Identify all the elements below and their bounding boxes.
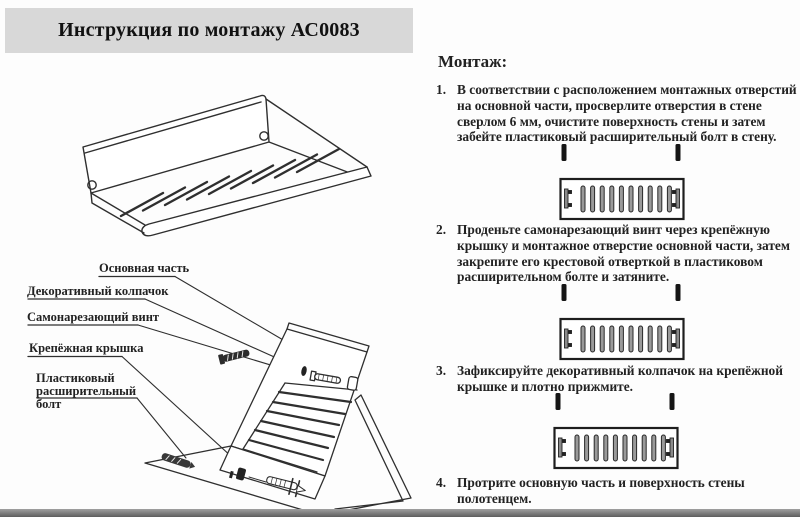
shelf-perspective-drawing (82, 94, 372, 237)
step-2-number: 2. (436, 222, 447, 237)
title-banner: Инструкция по монтажу АС0083 (5, 8, 413, 53)
step-3: 3. Зафиксируйте декоративный колпачок на… (436, 363, 800, 395)
wall-mount-diagram-2 (559, 284, 685, 361)
step-3-number: 3. (436, 363, 447, 378)
wall-bolt-icon (675, 144, 681, 161)
step-1-number: 1. (436, 82, 447, 97)
section-heading: Монтаж: (438, 52, 508, 71)
step-2: 2. Проденьте самонарезающий винт через к… (436, 222, 800, 285)
mounting-hole (301, 366, 307, 376)
page-title: Инструкция по монтажу АС0083 (58, 19, 360, 41)
step-4-number: 4. (436, 475, 447, 490)
wall-mount-diagram-3 (553, 393, 679, 470)
label-decorative-cap: Декоративный колпачок (27, 284, 169, 298)
shelf-exploded-drawing (27, 275, 412, 514)
label-mounting-cover: Крепёжная крышка (29, 341, 144, 355)
label-self-tapping-screw: Самонарезающий винт (27, 310, 160, 324)
step-2-text: Проденьте самонарезающий винт через креп… (457, 222, 790, 285)
shelf-slats (119, 147, 341, 218)
step-4-text: Протрите основную часть и поверхность ст… (457, 475, 745, 506)
label-main-part: Основная часть (99, 261, 190, 275)
step-1: 1. В соответствии с расположением монтаж… (436, 82, 800, 145)
floating-screw (218, 349, 250, 365)
floating-expansion-bolt (161, 453, 196, 469)
exploded-fastener-set (228, 467, 306, 498)
label-underlines (27, 275, 176, 399)
wall-bolt-icon (561, 284, 567, 301)
exploded-shelf-slats (247, 390, 353, 462)
wall-bolt-icon (669, 393, 675, 410)
wall-mount-diagram-1 (559, 144, 685, 221)
wall-bolt-icon (561, 144, 567, 161)
step-4: 4. Протрите основную часть и поверхность… (436, 475, 800, 507)
screw-and-cap (309, 370, 359, 391)
label-plastic-expansion-bolt: Пластиковый расширительный болт (36, 371, 137, 411)
wall-bolt-icon (555, 393, 561, 410)
step-1-text: В соответствии с расположением монтажных… (457, 82, 797, 145)
footer-scan-bar (0, 509, 800, 517)
step-3-text: Зафиксируйте декоративный колпачок на кр… (457, 363, 783, 394)
wall-bolt-icon (675, 284, 681, 301)
